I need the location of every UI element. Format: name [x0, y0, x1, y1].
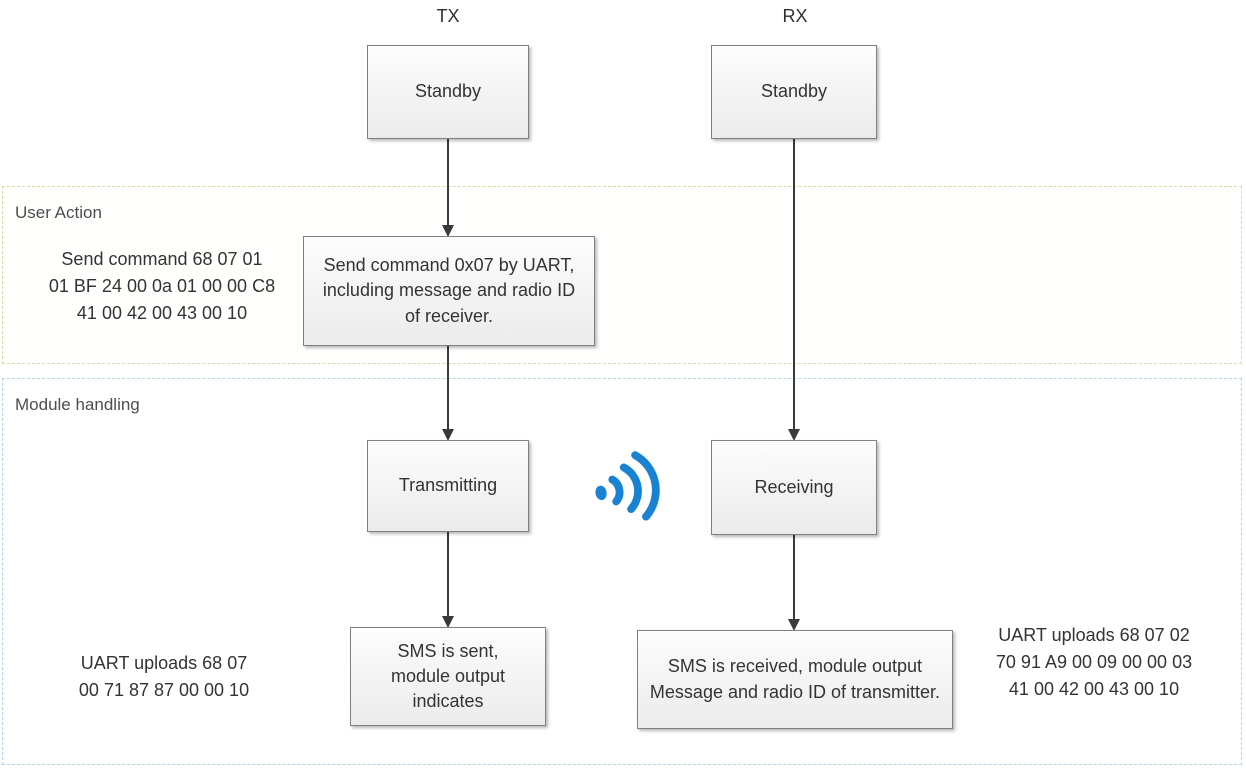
arrow-receiving-to-sms-received — [787, 535, 801, 631]
user-action-region-label: User Action — [15, 203, 102, 222]
tx-command-hex-note: Send command 68 07 01 01 BF 24 00 0a 01 … — [48, 249, 276, 323]
sms-sent-node: SMS is sent, module output indicates — [350, 627, 546, 726]
arrow-head-icon — [788, 429, 800, 441]
module-handling-region-label: Module handling — [15, 395, 140, 414]
arrow-tx-standby-to-send-command — [441, 139, 455, 237]
module-handling-region: Module handling — [2, 378, 1242, 765]
sms-received-node: SMS is received, module output Message a… — [637, 630, 953, 729]
rx-uart-upload-note: UART uploads 68 07 02 70 91 A9 00 09 00 … — [995, 625, 1193, 699]
transmitting-node: Transmitting — [367, 440, 529, 532]
arrow-head-icon — [442, 225, 454, 237]
arrow-head-icon — [442, 616, 454, 628]
arrow-shaft — [447, 346, 449, 431]
arrow-shaft — [447, 139, 449, 227]
arrow-rx-standby-to-receiving — [787, 139, 801, 441]
tx-column-label: TX — [436, 6, 460, 26]
user-action-region: User Action — [2, 186, 1242, 364]
send-command-node: Send command 0x07 by UART, including mes… — [303, 236, 595, 346]
arrow-shaft — [793, 139, 795, 431]
rx-standby-node: Standby — [711, 45, 877, 139]
tx-uart-upload-note: UART uploads 68 07 00 71 87 87 00 00 10 — [78, 653, 250, 700]
arrow-shaft — [447, 532, 449, 618]
arrow-send-command-to-transmitting — [441, 346, 455, 441]
radio-signal-icon — [595, 451, 660, 521]
rx-column-label: RX — [782, 6, 808, 26]
tx-standby-node: Standby — [367, 45, 529, 139]
arrow-shaft — [793, 535, 795, 621]
receiving-node: Receiving — [711, 440, 877, 535]
arrow-head-icon — [788, 619, 800, 631]
arrow-transmitting-to-sms-sent — [441, 532, 455, 628]
arrow-head-icon — [442, 429, 454, 441]
